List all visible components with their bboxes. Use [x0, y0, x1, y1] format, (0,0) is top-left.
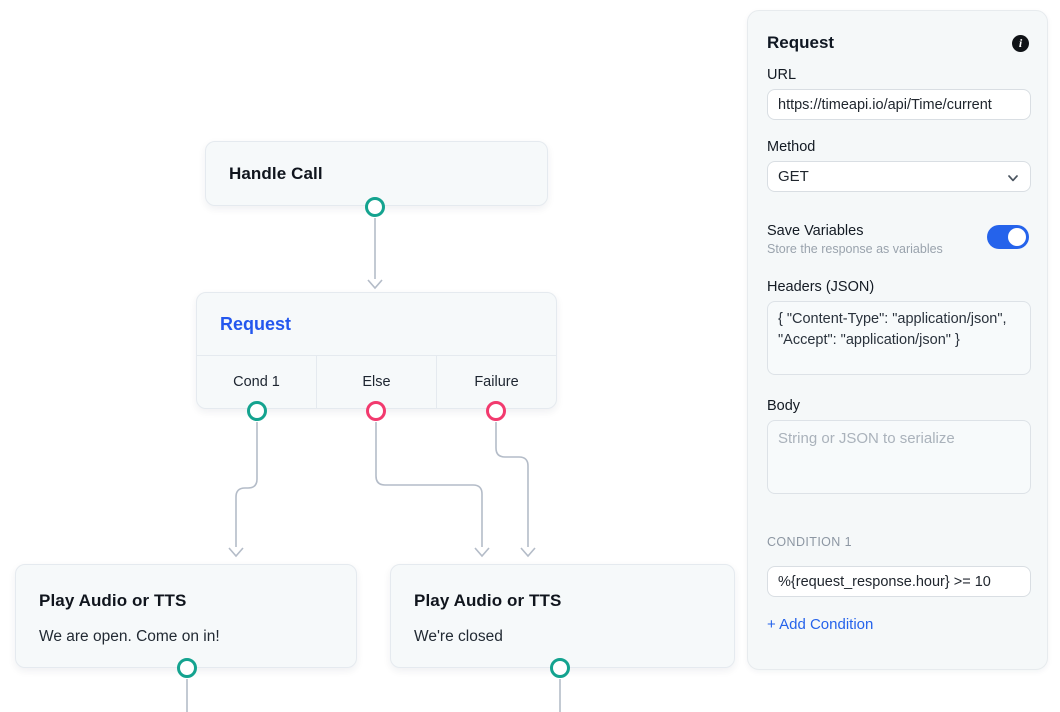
node-subtitle: We're closed: [414, 628, 503, 645]
handle-failure-out[interactable]: [486, 401, 506, 421]
save-variables-toggle[interactable]: [987, 225, 1029, 249]
request-ports: Cond 1 Else Failure: [197, 356, 556, 408]
save-variables-description: Store the response as variables: [767, 242, 943, 256]
node-title: Request: [220, 313, 292, 334]
node-play-audio-open[interactable]: Play Audio or TTS We are open. Come on i…: [15, 564, 357, 668]
handle-playclosed-out[interactable]: [550, 658, 570, 678]
port-failure[interactable]: Failure: [436, 356, 556, 408]
method-value: GET: [778, 168, 809, 185]
toggle-knob: [1008, 228, 1026, 246]
arrowhead: [228, 547, 244, 558]
node-title: Play Audio or TTS: [414, 591, 562, 610]
node-title: Play Audio or TTS: [39, 591, 187, 610]
headers-input[interactable]: { "Content-Type": "application/json", "A…: [767, 301, 1031, 375]
add-condition-link[interactable]: + Add Condition: [767, 616, 874, 633]
method-select[interactable]: GET: [767, 161, 1031, 192]
node-request-header: Request: [197, 293, 556, 356]
arrowhead: [367, 279, 383, 290]
arrowhead: [520, 547, 536, 558]
node-title: Handle Call: [229, 163, 323, 183]
port-else[interactable]: Else: [316, 356, 436, 408]
properties-panel: Request i URL Method GET Save Variables …: [747, 10, 1048, 670]
save-variables-label: Save Variables: [767, 223, 864, 239]
port-cond1[interactable]: Cond 1: [233, 374, 280, 390]
method-label: Method: [767, 139, 816, 155]
condition-1-input[interactable]: [767, 566, 1031, 597]
condition-1-label: CONDITION 1: [767, 535, 852, 549]
handle-cond1-out[interactable]: [247, 401, 267, 421]
panel-title: Request: [767, 33, 835, 52]
url-label: URL: [767, 67, 797, 83]
info-icon[interactable]: i: [1012, 34, 1029, 52]
handle-handlecall-out[interactable]: [365, 197, 385, 217]
edge-failure-playclosed[interactable]: [495, 422, 529, 547]
handle-else-out[interactable]: [366, 401, 386, 421]
chevron-down-icon: [1008, 175, 1018, 182]
save-variables-row: Save Variables Store the response as var…: [767, 223, 1029, 256]
edge-cond1-playopen[interactable]: [235, 422, 258, 547]
panel-header: Request i: [767, 33, 1029, 53]
body-input[interactable]: [767, 420, 1031, 494]
node-subtitle: We are open. Come on in!: [39, 628, 220, 645]
headers-label: Headers (JSON): [767, 279, 875, 295]
flow-canvas[interactable]: Handle Call Request Cond 1 Else Failure …: [0, 0, 748, 712]
arrowhead: [474, 547, 490, 558]
edge-layer: [186, 218, 561, 712]
edge-else-playclosed[interactable]: [375, 422, 483, 547]
node-play-audio-closed[interactable]: Play Audio or TTS We're closed: [390, 564, 735, 668]
url-input[interactable]: [767, 89, 1031, 120]
body-label: Body: [767, 398, 801, 414]
node-request[interactable]: Request Cond 1 Else Failure: [196, 292, 557, 409]
handle-playopen-out[interactable]: [177, 658, 197, 678]
